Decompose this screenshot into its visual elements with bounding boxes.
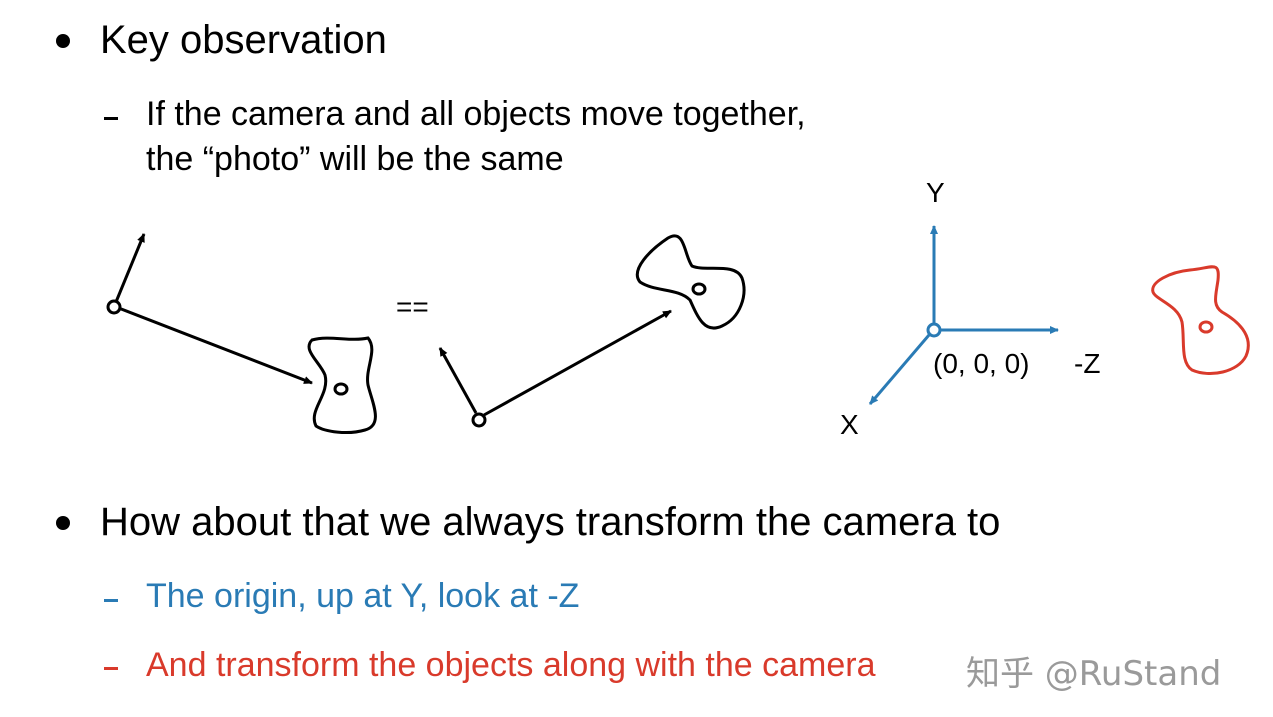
bullet-heading: How about that we always transform the c…	[100, 500, 1001, 544]
camera-right	[438, 309, 672, 428]
x-axis-arrow-icon	[868, 334, 931, 405]
sub-item-line-2: the “photo” will be the same	[146, 140, 564, 178]
sub-dash	[104, 599, 118, 602]
axis-y-label: Y	[926, 177, 945, 208]
bullet-dot	[56, 515, 70, 530]
origin-camera-icon	[926, 322, 942, 338]
up-arrow-icon	[114, 233, 146, 303]
camera-icon	[106, 299, 122, 315]
look-arrow-icon	[483, 309, 672, 417]
axis-neg-z-label: -Z	[1074, 348, 1100, 379]
object-red-icon	[1151, 265, 1250, 375]
coordinate-axes	[868, 225, 1059, 405]
sub-dash	[104, 117, 118, 120]
sub-dash	[104, 667, 118, 670]
up-arrow-icon	[438, 347, 478, 414]
axis-x-label: X	[840, 409, 859, 440]
sub-item-line-1: If the camera and all objects move toget…	[146, 95, 806, 133]
sub-item-origin: The origin, up at Y, look at -Z	[146, 577, 580, 615]
object-left-icon	[307, 336, 377, 435]
camera-left	[106, 233, 313, 385]
look-arrow-icon	[115, 305, 313, 385]
origin-label: (0, 0, 0)	[933, 348, 1029, 379]
camera-icon	[471, 412, 487, 428]
object-right-icon	[635, 234, 746, 330]
bullet-heading: Key observation	[100, 18, 387, 62]
bullet-transform-camera: How about that we always transform the c…	[56, 500, 1000, 545]
bullet-dot	[56, 33, 70, 48]
equals-sign: ==	[396, 291, 429, 322]
watermark: 知乎 @RuStand	[966, 654, 1222, 694]
sub-item-transform-objects: And transform the objects along with the…	[146, 646, 876, 684]
bullet-key-observation: Key observation	[56, 18, 387, 63]
